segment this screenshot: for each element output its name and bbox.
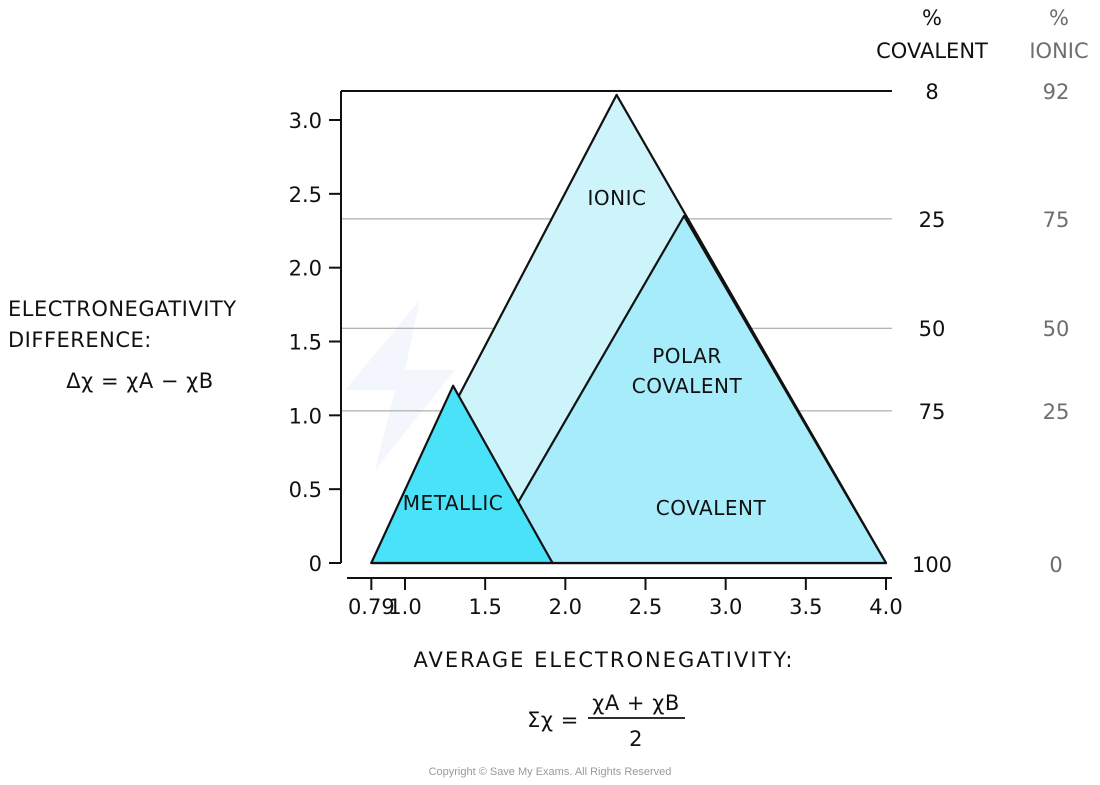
- ionic-label: IONIC: [588, 186, 647, 210]
- copyright-text: Copyright © Save My Exams. All Rights Re…: [429, 766, 672, 778]
- x-axis-label: AVERAGE ELECTRONEGATIVITY:: [414, 648, 795, 672]
- y-axis-ticks: 0 0.5 1.0 1.5 2.0 2.5 3.0: [289, 109, 341, 576]
- x-axis-formula-denominator: 2: [629, 727, 643, 751]
- x-axis-formula-numerator: χA + χB: [592, 691, 679, 715]
- watermark-logo: [345, 300, 455, 470]
- covalent-percent-value: 8: [925, 80, 938, 104]
- x-tick-label: 3.0: [709, 595, 742, 619]
- y-tick-label: 2.0: [289, 257, 322, 281]
- x-tick-label: 1.0: [388, 595, 421, 619]
- y-tick-label: 3.0: [289, 109, 322, 133]
- y-tick-label: 2.5: [289, 183, 322, 207]
- covalent-percent-value: 25: [919, 208, 946, 232]
- ionic-column-header: IONIC: [1029, 39, 1088, 63]
- polar-label: POLAR: [652, 344, 721, 368]
- covalent-label: COVALENT: [656, 496, 767, 520]
- covalent-percent-value: 75: [919, 400, 946, 424]
- metallic-region: [370, 384, 554, 565]
- ionic-percent-value: 75: [1043, 208, 1070, 232]
- y-tick-label: 0: [309, 552, 322, 576]
- covalent-percent-symbol: %: [922, 6, 942, 30]
- x-tick-label: 1.5: [468, 595, 501, 619]
- y-tick-label: 1.5: [289, 331, 322, 355]
- x-tick-label: 3.5: [789, 595, 822, 619]
- x-axis-formula-lhs: Σχ =: [527, 708, 579, 732]
- x-axis-ticks: 0.791.0 1.5 2.0 2.5 3.0 3.5 4.0: [348, 578, 903, 619]
- percent-columns: 8 92 25 75 50 50 75 25 100 0: [912, 80, 1069, 577]
- ionic-percent-value: 25: [1043, 400, 1070, 424]
- ionic-percent-value: 92: [1043, 80, 1070, 104]
- x-tick-label: 2.5: [629, 595, 662, 619]
- x-tick-label: 0.79: [348, 595, 395, 619]
- covalent-percent-value: 100: [912, 553, 952, 577]
- y-axis-label-line2: DIFFERENCE:: [8, 328, 152, 352]
- y-tick-label: 1.0: [289, 404, 322, 428]
- x-tick-label: 2.0: [549, 595, 582, 619]
- ionic-percent-value: 0: [1049, 553, 1062, 577]
- covalent-percent-value: 50: [919, 317, 946, 341]
- ionic-percent-symbol: %: [1049, 6, 1069, 30]
- y-tick-label: 0.5: [289, 478, 322, 502]
- y-axis-label-line1: ELECTRONEGATIVITY: [8, 297, 237, 321]
- x-tick-label: 4.0: [869, 595, 902, 619]
- y-axis-formula: Δχ = χA − χB: [66, 369, 213, 393]
- ionic-percent-value: 50: [1043, 317, 1070, 341]
- covalent-column-header: COVALENT: [876, 39, 988, 63]
- metallic-label: METALLIC: [403, 491, 503, 515]
- polar-covalent-label: COVALENT: [632, 374, 743, 398]
